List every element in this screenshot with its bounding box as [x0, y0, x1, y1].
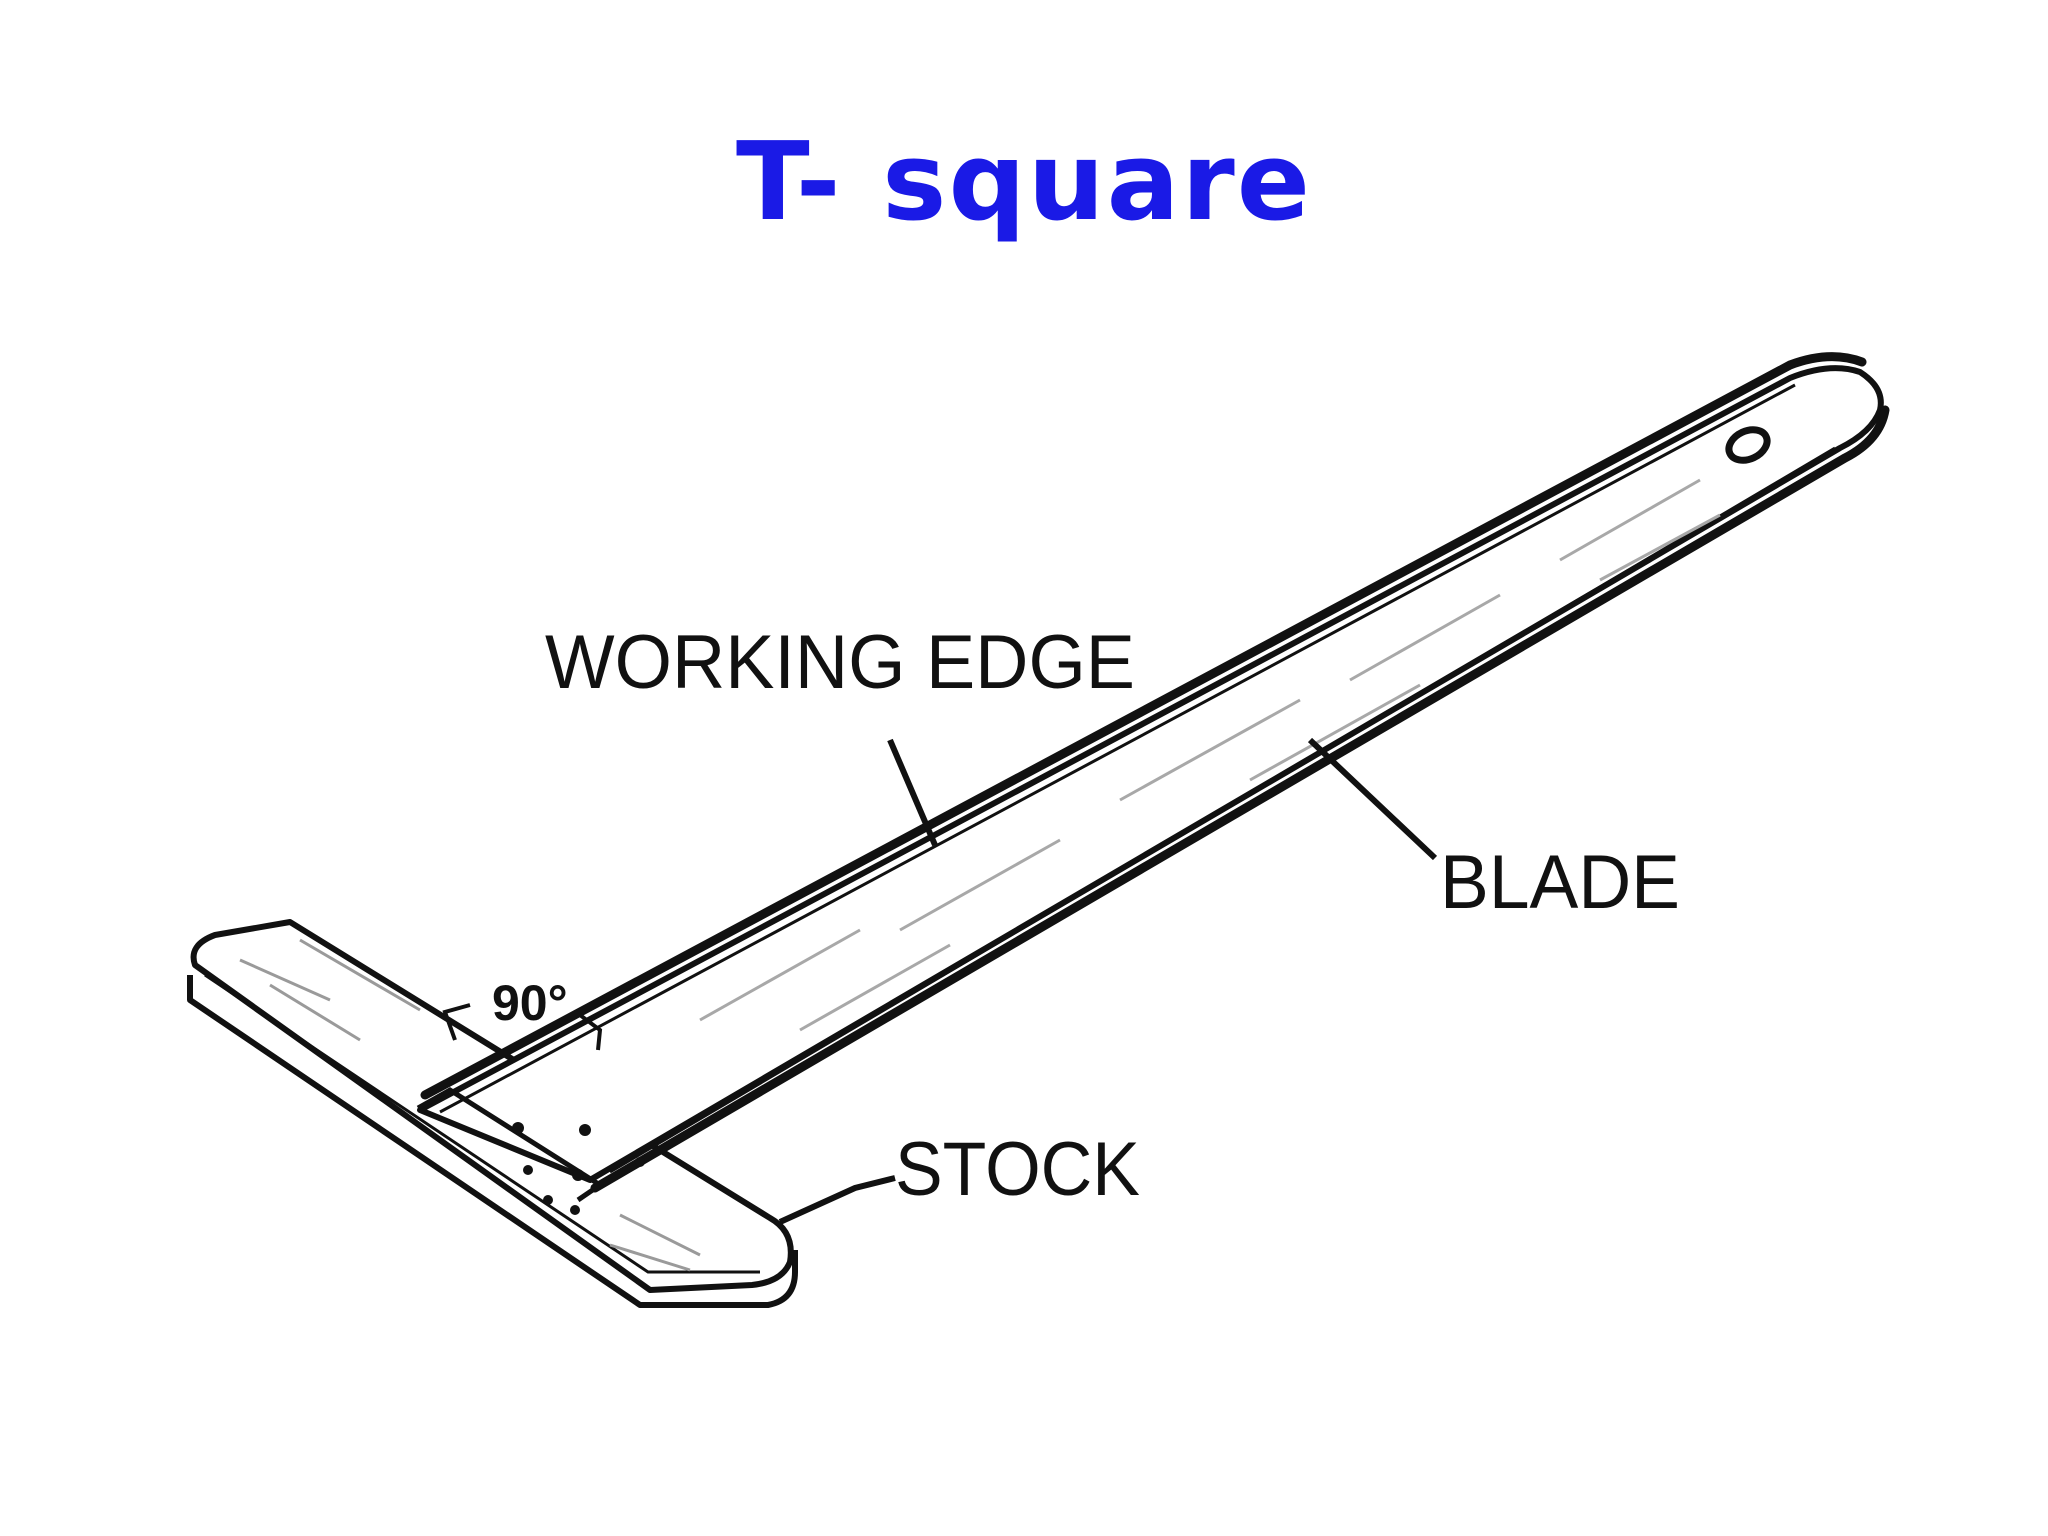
blade-lower-edge-inner — [609, 446, 1836, 1174]
working-edge-inner — [439, 383, 1796, 1114]
stock-leader — [778, 1175, 896, 1225]
working-edge-callout: WORKING EDGE — [545, 620, 1135, 847]
page-title: T- square — [735, 120, 1313, 245]
screw-dot — [579, 1124, 591, 1136]
screw-dot — [635, 1157, 645, 1167]
hanging-hole-icon — [1725, 426, 1771, 464]
blade-leader — [1307, 737, 1438, 861]
blade-lower-edge — [590, 405, 1890, 1193]
angle-label: 90° — [492, 975, 568, 1031]
stock-label: STOCK — [895, 1127, 1140, 1212]
blade-callout: BLADE — [1307, 737, 1680, 925]
stock-wood-grain — [239, 938, 701, 1272]
stock-callout: STOCK — [778, 1127, 1140, 1225]
blade-stock-joint — [416, 1087, 645, 1215]
screw-dot — [570, 1205, 580, 1215]
screw-dot — [512, 1122, 524, 1134]
angle-marker: 90° — [442, 975, 603, 1051]
screw-dot — [543, 1195, 553, 1205]
stock-side-face — [187, 975, 798, 1308]
blade-label: BLADE — [1440, 840, 1680, 925]
blade-top-face — [417, 365, 1884, 1183]
blade-wood-grain — [699, 478, 1721, 1032]
screw-dot — [523, 1165, 533, 1175]
screw-dot — [572, 1169, 584, 1181]
working-edge — [420, 352, 1867, 1100]
working-edge-leader — [887, 738, 938, 847]
blade — [417, 352, 1890, 1193]
stock-inner-edge — [204, 973, 760, 1274]
working-edge-label: WORKING EDGE — [545, 620, 1135, 705]
